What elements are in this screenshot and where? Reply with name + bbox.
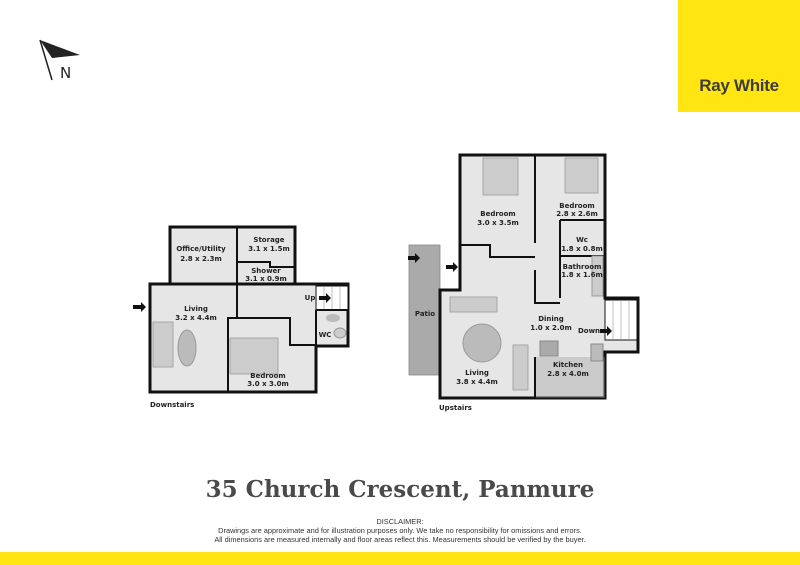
room-size: 1.8 x 0.8m	[561, 245, 602, 253]
bed	[482, 157, 519, 196]
room-size: 3.1 x 1.5m	[248, 245, 289, 253]
sofa	[449, 296, 498, 313]
rug	[177, 329, 197, 367]
room-label: Bedroom	[250, 372, 285, 380]
downstairs-plan: Office/Utility 2.8 x 2.3m Storage 3.1 x …	[133, 225, 350, 409]
room-label: Bathroom	[563, 263, 602, 271]
room-label: Kitchen	[553, 361, 583, 369]
stair-label: Down	[578, 327, 600, 335]
room-size: 1.8 x 1.6m	[561, 271, 602, 279]
room-label: Patio	[415, 310, 435, 318]
room-size: 3.2 x 4.4m	[175, 314, 216, 322]
sofa	[152, 321, 174, 368]
bed	[564, 157, 599, 194]
floor-plan: N Office/Utility 2.8 x 2.3m Storage 3.1 …	[39, 39, 640, 412]
upstairs-plan: Bedroom 3.0 x 3.5m Bedroom 2.8 x 2.6m Wc…	[408, 153, 640, 412]
disclaimer-line: All dimensions are measured internally a…	[214, 535, 586, 544]
room-label: Storage	[253, 236, 284, 244]
cooktop	[590, 343, 604, 362]
room-size: 2.8 x 2.6m	[556, 210, 597, 218]
footer-bar	[0, 552, 800, 565]
room-label: WC	[319, 331, 332, 339]
room-label: Bedroom	[480, 210, 515, 218]
room-label: Living	[184, 305, 208, 313]
patio	[408, 244, 441, 376]
entry-arrow-icon	[133, 302, 146, 312]
floor-label: Upstairs	[439, 404, 472, 412]
basin	[326, 314, 340, 322]
north-label: N	[60, 64, 71, 82]
disclaimer-heading: DISCLAIMER:	[376, 517, 424, 526]
stairs-down-arrow-icon	[600, 326, 612, 336]
bed	[229, 337, 279, 375]
property-address: 35 Church Crescent, Panmure	[205, 476, 595, 503]
room-size: 3.0 x 3.5m	[477, 219, 518, 227]
room-label: Wc	[576, 236, 588, 244]
logo-text: Ray White	[699, 76, 779, 95]
room-size: 1.0 x 2.0m	[530, 324, 571, 332]
room-label: Shower	[251, 267, 281, 275]
sofa	[512, 344, 529, 391]
room-size: 2.8 x 2.3m	[180, 255, 221, 263]
dining-table	[539, 340, 559, 357]
ray-white-logo: Ray White	[678, 0, 800, 112]
room-label: Living	[465, 369, 489, 377]
disclaimer-line: Drawings are approximate and for illustr…	[218, 526, 582, 535]
room-label: Bedroom	[559, 202, 594, 210]
disclaimer: DISCLAIMER: Drawings are approximate and…	[0, 517, 800, 544]
room-label: Dining	[538, 315, 564, 323]
room-label: Office/Utility	[176, 245, 226, 253]
north-arrow-icon: N	[39, 39, 80, 82]
room-size: 3.1 x 0.9m	[245, 275, 286, 283]
entry-arrow-icon	[408, 253, 420, 263]
stair-label: Up	[305, 294, 316, 302]
bathtub	[591, 255, 604, 297]
room-size: 2.8 x 4.0m	[547, 370, 588, 378]
room-size: 3.0 x 3.0m	[247, 380, 288, 388]
room-size: 3.8 x 4.4m	[456, 378, 497, 386]
toilet	[333, 327, 347, 339]
stairs-up-arrow-icon	[319, 293, 331, 303]
entry-arrow-icon	[446, 262, 458, 272]
floor-label: Downstairs	[150, 401, 194, 409]
rug	[462, 323, 502, 363]
